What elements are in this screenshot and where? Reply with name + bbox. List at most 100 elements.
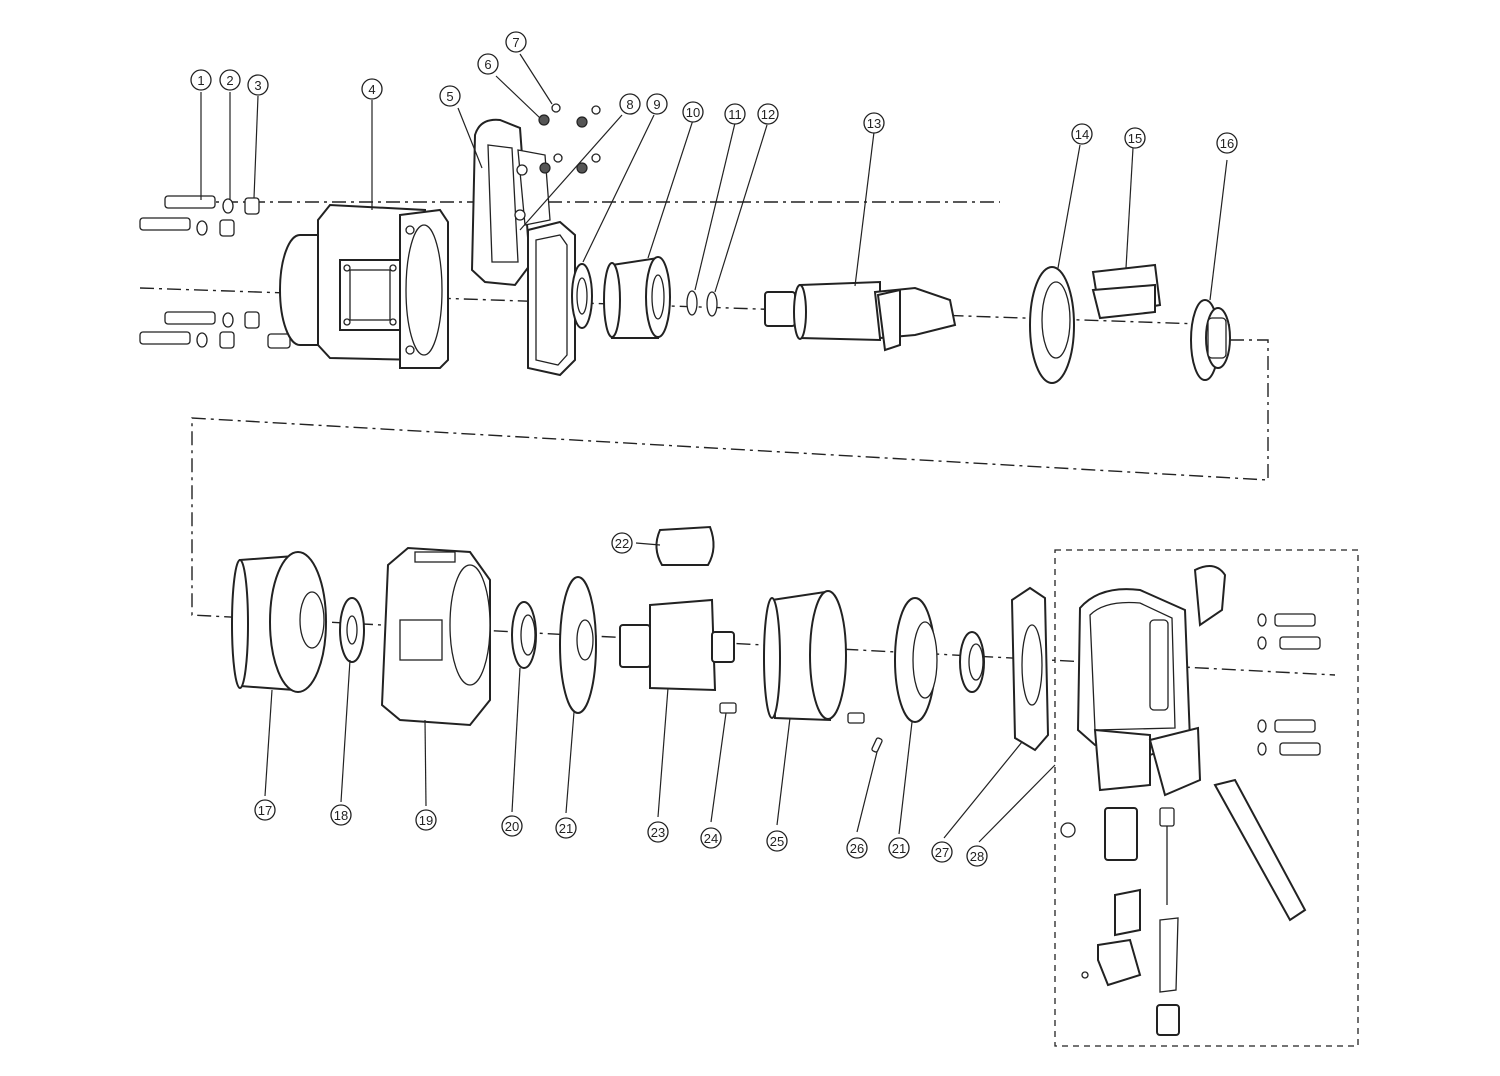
callout-number: 17 bbox=[258, 803, 272, 818]
front-housing bbox=[279, 203, 449, 369]
callout-circle bbox=[682, 101, 704, 123]
callout-22: 22 bbox=[611, 532, 633, 554]
end-plate-left bbox=[559, 576, 597, 714]
callout-21: 21 bbox=[555, 817, 577, 839]
callout-20: 20 bbox=[501, 815, 523, 837]
callout-circle bbox=[757, 103, 779, 125]
o-rings-top bbox=[686, 290, 718, 317]
callout-23: 23 bbox=[647, 821, 669, 843]
callout-number: 16 bbox=[1220, 136, 1234, 151]
anvil-shaft bbox=[764, 280, 957, 352]
callout-10: 10 bbox=[682, 101, 704, 123]
callout-circle bbox=[501, 815, 523, 837]
callout-24: 24 bbox=[700, 827, 722, 849]
rear-cylinder bbox=[231, 551, 327, 693]
callout-circle bbox=[700, 827, 722, 849]
callout-27: 27 bbox=[931, 841, 953, 863]
callout-circle bbox=[611, 532, 633, 554]
callout-15: 15 bbox=[1124, 127, 1146, 149]
rear-gasket bbox=[1010, 586, 1050, 752]
rotor bbox=[619, 598, 735, 692]
callout-16: 16 bbox=[1216, 132, 1238, 154]
callout-circle bbox=[247, 74, 269, 96]
motor-housing bbox=[380, 546, 491, 727]
callout-13: 13 bbox=[863, 112, 885, 134]
handle-assembly-box bbox=[1054, 549, 1359, 1047]
callout-number: 24 bbox=[704, 831, 718, 846]
callout-26: 26 bbox=[846, 837, 868, 859]
pin bbox=[719, 702, 865, 724]
callout-11: 11 bbox=[724, 103, 746, 125]
callout-circle bbox=[439, 85, 461, 107]
valve-ring bbox=[1190, 299, 1231, 381]
seal-ring bbox=[571, 263, 593, 329]
callout-circle bbox=[505, 31, 527, 53]
callout-6: 6 bbox=[477, 53, 499, 75]
callout-21: 21 bbox=[888, 837, 910, 859]
callout-number: 25 bbox=[770, 834, 784, 849]
callout-number: 21 bbox=[892, 841, 906, 856]
callout-circle bbox=[846, 837, 868, 859]
callout-12: 12 bbox=[757, 103, 779, 125]
callout-circle bbox=[555, 817, 577, 839]
callout-number: 3 bbox=[254, 78, 261, 93]
callout-circle bbox=[1216, 132, 1238, 154]
callout-number: 1 bbox=[197, 73, 204, 88]
leader-lines bbox=[200, 53, 1228, 843]
callout-19: 19 bbox=[415, 809, 437, 831]
callout-number: 27 bbox=[935, 845, 949, 860]
callout-7: 7 bbox=[505, 31, 527, 53]
callout-circle bbox=[863, 112, 885, 134]
callout-circle bbox=[966, 845, 988, 867]
callout-number: 13 bbox=[867, 116, 881, 131]
callout-circle bbox=[724, 103, 746, 125]
bearing-plate-top bbox=[1029, 266, 1075, 384]
rotor-blade bbox=[655, 525, 715, 566]
callout-circle bbox=[647, 821, 669, 843]
callout-circle bbox=[931, 841, 953, 863]
small-screws bbox=[538, 103, 601, 174]
callout-circle bbox=[1124, 127, 1146, 149]
callout-circle bbox=[415, 809, 437, 831]
callout-number: 15 bbox=[1128, 131, 1142, 146]
cylinder-liner bbox=[763, 590, 847, 722]
callout-number: 18 bbox=[334, 808, 348, 823]
callout-number: 20 bbox=[505, 819, 519, 834]
callout-number: 19 bbox=[419, 813, 433, 828]
callout-circle bbox=[1071, 123, 1093, 145]
hammer-cage bbox=[603, 256, 671, 339]
callout-number: 4 bbox=[368, 82, 375, 97]
callout-25: 25 bbox=[766, 830, 788, 852]
callout-circle bbox=[619, 93, 641, 115]
callout-circle bbox=[477, 53, 499, 75]
spacer-plate bbox=[339, 597, 365, 663]
callout-number: 14 bbox=[1075, 127, 1089, 142]
callout-8: 8 bbox=[619, 93, 641, 115]
callout-circle bbox=[330, 804, 352, 826]
callout-28: 28 bbox=[966, 845, 988, 867]
gasket bbox=[527, 220, 576, 377]
callout-number: 10 bbox=[686, 105, 700, 120]
callout-18: 18 bbox=[330, 804, 352, 826]
callout-number: 11 bbox=[728, 107, 742, 122]
callout-circle bbox=[219, 69, 241, 91]
callout-3: 3 bbox=[247, 74, 269, 96]
callout-1: 1 bbox=[190, 69, 212, 91]
dowel-pin bbox=[871, 737, 883, 753]
callout-number: 22 bbox=[615, 536, 629, 551]
bearing-front bbox=[959, 631, 985, 693]
callout-14: 14 bbox=[1071, 123, 1093, 145]
handle-housing-assembly bbox=[1060, 565, 1321, 1036]
callout-number: 23 bbox=[651, 825, 665, 840]
callout-circle bbox=[888, 837, 910, 859]
callout-number: 7 bbox=[512, 35, 519, 50]
callout-2: 2 bbox=[219, 69, 241, 91]
callout-9: 9 bbox=[646, 93, 668, 115]
callout-number: 6 bbox=[484, 57, 491, 72]
callout-number: 8 bbox=[626, 97, 633, 112]
callout-circle bbox=[361, 78, 383, 100]
callout-number: 12 bbox=[761, 107, 775, 122]
